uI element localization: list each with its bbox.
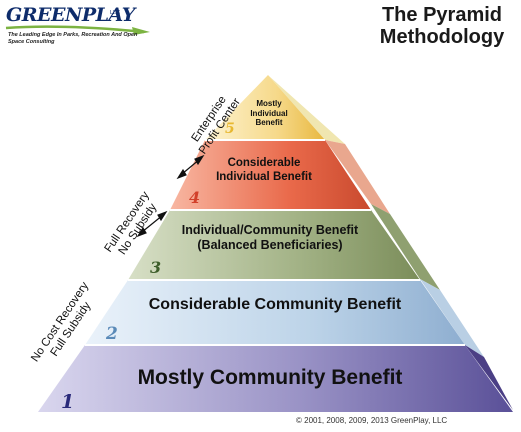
tier-5-label: Mostly Individual Benefit xyxy=(250,99,288,127)
tier-1-band xyxy=(38,345,513,412)
tier-2-band xyxy=(85,280,465,345)
logo-llc: LLC xyxy=(110,10,121,16)
tier-3-number: 3 xyxy=(150,258,162,277)
greenplay-logo: GREENPLAY LLC The Leading Edge In Parks,… xyxy=(4,2,154,58)
tier-1-label: Mostly Community Benefit xyxy=(137,366,403,389)
logo-swoosh-icon xyxy=(5,25,150,35)
side-face-tier-2 xyxy=(420,279,484,357)
side-arrows xyxy=(136,154,205,238)
page-title: The Pyramid Methodology xyxy=(372,4,512,48)
tier-3-label: Individual/Community Benefit (Balanced B… xyxy=(181,223,359,252)
tier-2-number: 2 xyxy=(106,324,118,344)
title-line-1: The Pyramid xyxy=(381,4,503,26)
tier-4-band xyxy=(170,140,371,210)
tier-4-label: Considerable Individual Benefit xyxy=(216,157,312,183)
logo-wordmark: GREENPLAY xyxy=(6,4,135,26)
tier-3-band xyxy=(128,210,420,280)
tier-5-number: 5 xyxy=(225,121,235,137)
tier-dividers xyxy=(85,139,465,346)
tier-4-number: 4 xyxy=(189,188,201,207)
tier-1-number: 1 xyxy=(61,391,75,413)
title-line-2: Methodology xyxy=(379,26,505,48)
side-face-tier-3 xyxy=(371,204,440,290)
copyright-notice: © 2001, 2008, 2009, 2013 GreenPlay, LLC xyxy=(296,416,448,425)
side-face-tier-1 xyxy=(465,345,513,410)
tier-5-band xyxy=(205,75,325,140)
tier-2-label: Considerable Community Benefit xyxy=(148,296,402,313)
side-face-tier-4 xyxy=(325,140,390,214)
pyramid-side-faces xyxy=(268,75,513,410)
logo-tagline: The Leading Edge In Parks, Recreation An… xyxy=(8,32,138,45)
